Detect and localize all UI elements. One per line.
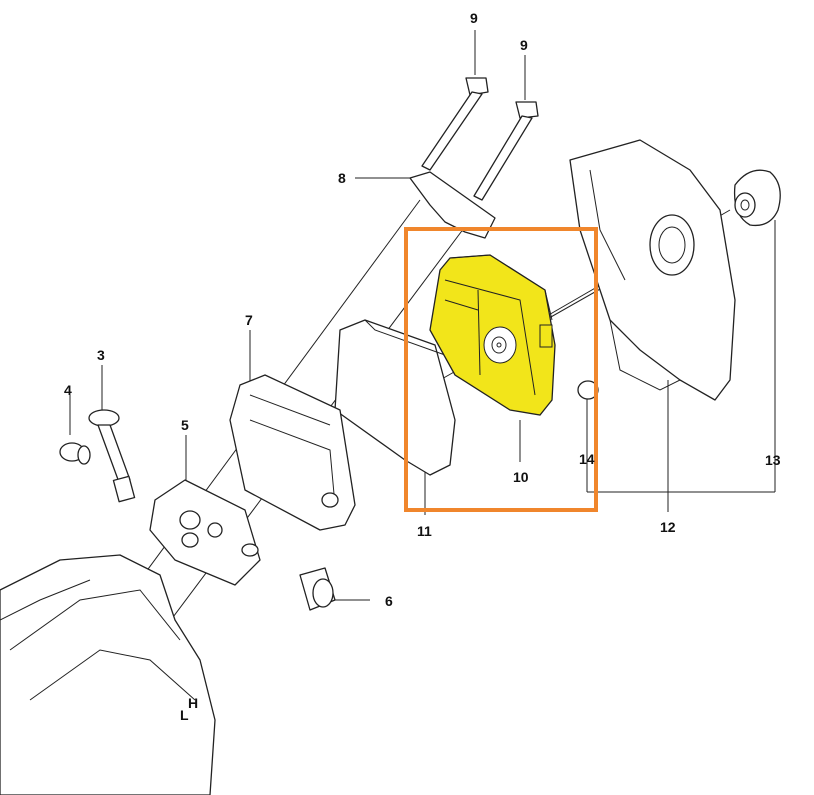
- filter-holder-7: [229, 374, 356, 531]
- callout-6: 6: [385, 593, 393, 609]
- engine-housing: H L: [0, 554, 216, 795]
- screw-9b: [473, 101, 539, 201]
- callout-8: 8: [338, 170, 346, 186]
- engine-marking-l: L: [180, 707, 189, 723]
- callout-13: 13: [765, 452, 781, 468]
- grommet-4: [59, 442, 91, 465]
- air-filter-10: [429, 254, 556, 416]
- knob-13: [733, 169, 781, 227]
- callout-9a: 9: [470, 10, 478, 26]
- prefilter-11: [334, 319, 456, 476]
- callout-4: 4: [64, 382, 72, 398]
- highlight-box: [404, 227, 598, 512]
- screw-9a: [421, 77, 489, 171]
- bracket-8: [409, 171, 496, 239]
- callout-7: 7: [245, 312, 253, 328]
- callout-14: 14: [579, 451, 595, 467]
- callout-11: 11: [417, 523, 432, 539]
- callout-3: 3: [97, 347, 105, 363]
- carburetor-5: [149, 479, 261, 586]
- callout-10: 10: [513, 469, 529, 485]
- spacer-6: [299, 567, 336, 611]
- callouts: 9 9 8 7 3 4 5 6 10 11 12 13 14: [64, 10, 781, 609]
- choke-rod-3: [88, 409, 136, 503]
- callout-5: 5: [181, 417, 189, 433]
- callout-12: 12: [660, 519, 676, 535]
- callout-9b: 9: [520, 37, 528, 53]
- cover-12: [569, 139, 736, 401]
- engine-marking-h: H: [188, 695, 198, 711]
